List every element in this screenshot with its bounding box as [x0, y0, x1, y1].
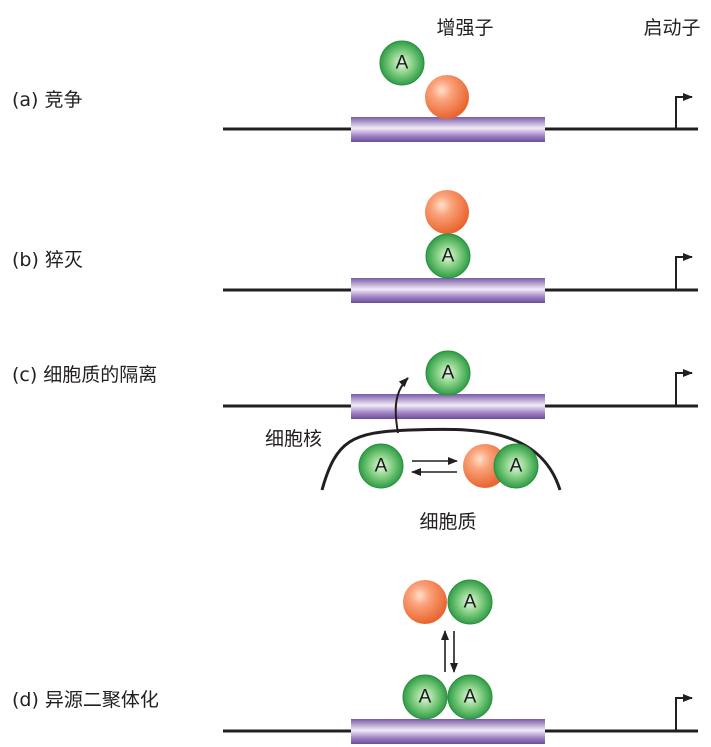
panel-c-label: (c) 细胞质的隔离	[12, 364, 157, 386]
promoter-arrow-icon	[675, 253, 693, 290]
cytoplasm-label: 细胞质	[419, 511, 476, 533]
inhibitor-activator-complex: A	[463, 443, 539, 489]
panel-d: (d) 异源二聚体化 A A A	[12, 579, 698, 744]
enhancer-bar	[351, 719, 545, 744]
promoter-arrow-icon	[675, 369, 693, 406]
repressor-ball	[463, 444, 507, 488]
panel-b: (b) 猝灭 A	[12, 190, 698, 303]
enhancer-header: 增强子	[436, 17, 493, 39]
panel-a: (a) 竞争 A	[12, 40, 698, 142]
activator-letter: A	[442, 246, 455, 267]
activator-letter: A	[464, 592, 477, 613]
activator-letter: A	[396, 53, 409, 74]
nuclear-envelope	[320, 427, 562, 491]
promoter-arrow-icon	[675, 93, 693, 129]
activator-ball: A	[358, 443, 404, 489]
panel-d-label: (d) 异源二聚体化	[12, 689, 159, 711]
activator-ball: A	[379, 40, 425, 86]
activator-ball: A	[425, 233, 471, 279]
activator-ball: A	[425, 350, 471, 396]
activator-homodimer: A A	[402, 674, 493, 720]
panel-b-label: (b) 猝灭	[12, 249, 83, 271]
activator-letter: A	[375, 456, 388, 477]
enhancer-bar	[351, 394, 545, 419]
enhancer-bar	[351, 278, 545, 303]
activator-letter: A	[510, 456, 523, 477]
activator-letter: A	[442, 363, 455, 384]
repressor-ball	[425, 75, 469, 119]
repressor-ball	[403, 580, 447, 624]
panel-c: (c) 细胞质的隔离 A 细胞核 A A 细胞质	[12, 350, 698, 533]
activator-letter: A	[464, 687, 477, 708]
repressor-ball	[425, 190, 469, 234]
promoter-arrow-icon	[675, 694, 693, 731]
heterodimer: A	[403, 579, 493, 625]
nucleus-label: 细胞核	[265, 428, 322, 450]
promoter-header: 启动子	[643, 17, 700, 39]
nuclear-import-arrow-icon	[394, 377, 409, 434]
panel-a-label: (a) 竞争	[12, 89, 83, 111]
enhancer-bar	[351, 117, 545, 142]
activator-letter: A	[419, 687, 432, 708]
